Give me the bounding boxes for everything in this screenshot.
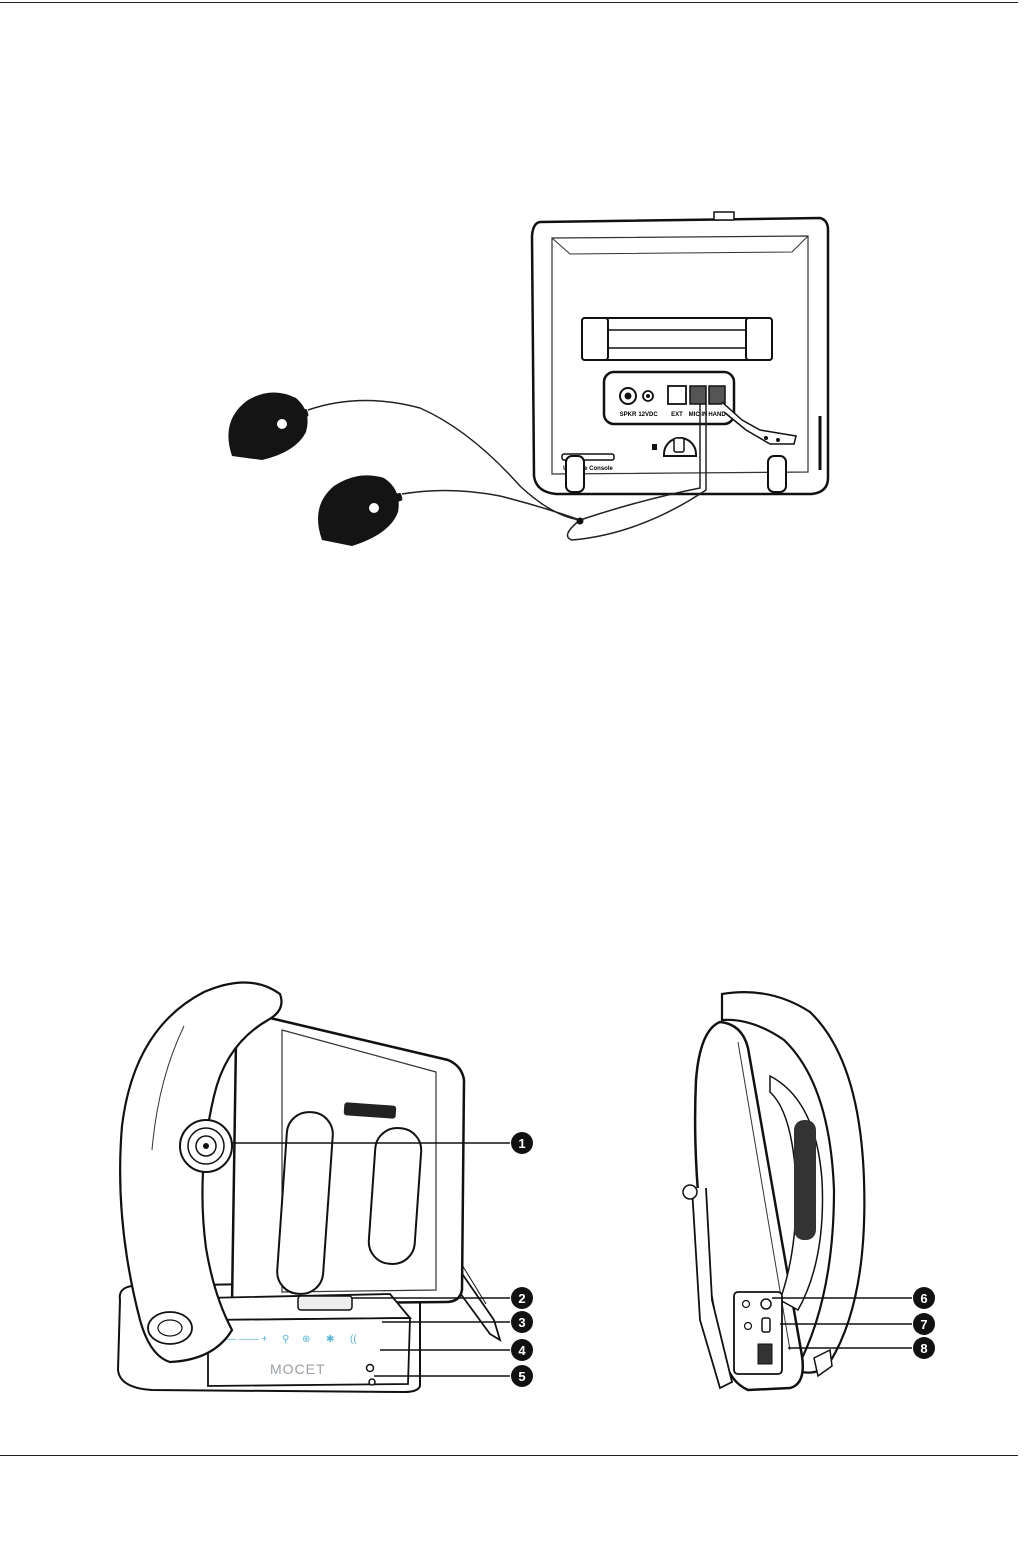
callout-badge-1: 1 — [511, 1132, 533, 1154]
callout-badge-4: 4 — [511, 1339, 533, 1361]
callout-badge-3: 3 — [511, 1311, 533, 1333]
svg-text:✱: ✱ — [326, 1334, 334, 1345]
callout-label-1: 1 — [518, 1136, 525, 1151]
cable-junction — [577, 518, 584, 525]
phone-side-view — [683, 992, 864, 1390]
port-label-mic-in: MIC IN — [689, 412, 708, 418]
callout-badge-2: 2 — [511, 1287, 533, 1309]
svg-text:⚲: ⚲ — [282, 1334, 289, 1345]
port-label-12vdc: 12VDC — [638, 412, 658, 418]
svg-text:((: (( — [350, 1334, 357, 1345]
microphone-right — [318, 475, 403, 546]
port-label-spkr: SPKR — [620, 412, 637, 418]
port-label-hand: HAND — [708, 412, 726, 418]
brand-logo: MOCET — [270, 1361, 326, 1377]
callout-badge-7: 7 — [913, 1313, 935, 1335]
callout-label-6: 6 — [920, 1291, 927, 1306]
callout-label-3: 3 — [518, 1315, 525, 1330]
callout-label-4: 4 — [518, 1343, 526, 1358]
svg-text:— —— +: — —— + — [226, 1334, 268, 1345]
phone-front-view: — —— + ⚲ ⊕ ✱ (( MOCET — [118, 982, 500, 1392]
callout-label-7: 7 — [920, 1317, 927, 1332]
microphone-left — [228, 392, 308, 460]
base-rear-view: SPKR 12VDC EXT MIC IN HAND Upgrade Conso… — [532, 212, 828, 494]
svg-text:⊕: ⊕ — [302, 1334, 310, 1345]
callout-badge-6: 6 — [913, 1287, 935, 1309]
callout-badge-8: 8 — [913, 1337, 935, 1359]
callout-badge-5: 5 — [511, 1365, 533, 1387]
callout-label-2: 2 — [518, 1291, 525, 1306]
callout-label-5: 5 — [518, 1369, 525, 1384]
port-label-ext: EXT — [671, 412, 683, 418]
footer-rule — [0, 1455, 1018, 1456]
callout-label-8: 8 — [920, 1341, 927, 1356]
